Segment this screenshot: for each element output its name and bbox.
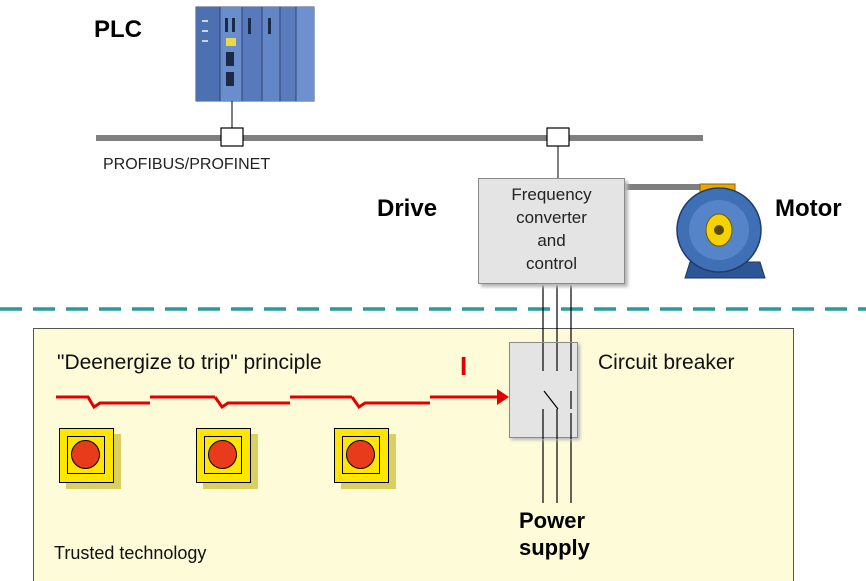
plc-label: PLC (94, 16, 142, 43)
principle-label: "Deenergize to trip" principle (57, 351, 322, 374)
breaker-switch-icon (542, 343, 572, 439)
plc-icon (195, 6, 315, 102)
stop-button-icon (208, 440, 237, 469)
motor-label: Motor (775, 195, 842, 222)
trusted-technology-label: Trusted technology (54, 543, 207, 563)
power-line-1: Power (519, 508, 586, 533)
motor-icon (676, 183, 766, 279)
current-arrowhead (497, 389, 509, 405)
circuit-breaker (509, 342, 578, 439)
power-supply-label: Power supply (519, 507, 590, 561)
emergency-stop-button[interactable] (196, 428, 251, 483)
drive-label: Drive (377, 195, 438, 222)
freq-line-1: Frequency (511, 185, 592, 204)
freq-line-3: and (537, 231, 566, 250)
power-line-2: supply (519, 535, 590, 560)
drive-motor-link (625, 184, 705, 190)
stop-button-icon (346, 440, 375, 469)
emergency-stop-button[interactable] (59, 428, 114, 483)
frequency-converter-box: Frequency converter and control (478, 178, 625, 284)
fieldbus-label: PROFIBUS/PROFINET (103, 156, 271, 173)
fieldbus-line (96, 135, 703, 141)
circuit-breaker-label: Circuit breaker (598, 351, 735, 374)
freq-line-2: converter (516, 208, 587, 227)
safety-zone-panel (33, 328, 794, 581)
bus-node-plc (220, 127, 244, 147)
trip-circuit-line (56, 395, 497, 410)
stop-button-icon (71, 440, 100, 469)
freq-line-4: control (525, 254, 578, 273)
current-symbol: I (460, 351, 468, 381)
emergency-stop-button[interactable] (334, 428, 389, 483)
